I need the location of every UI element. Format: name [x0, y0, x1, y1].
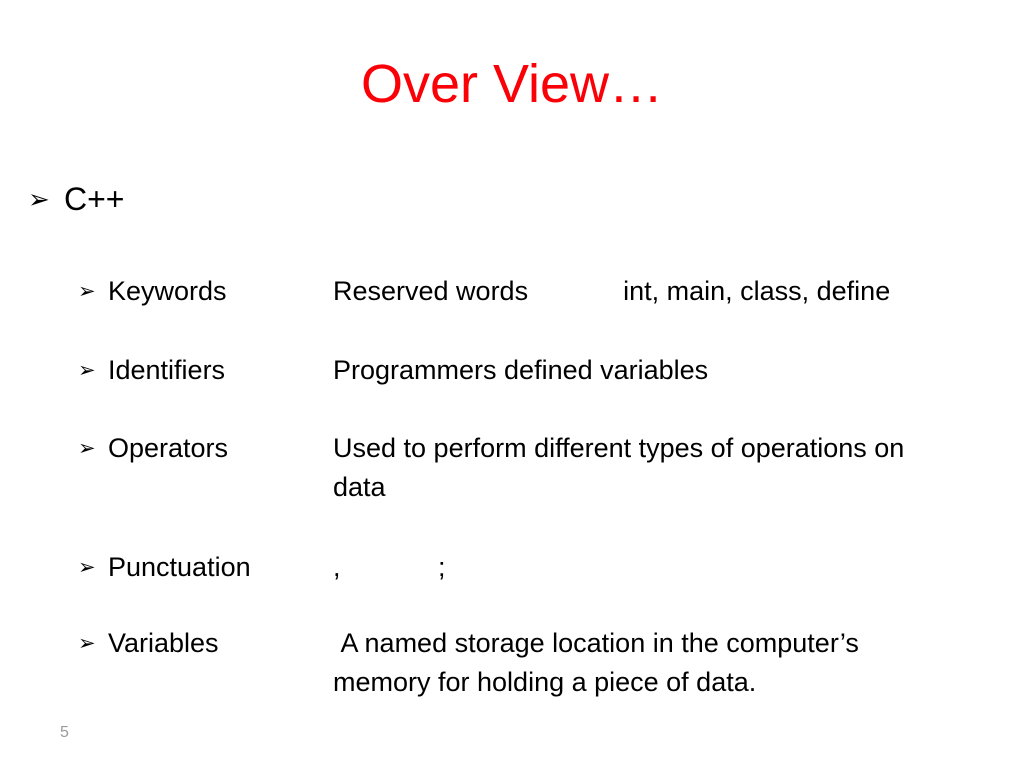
page-title: Over View… — [360, 54, 664, 114]
arrowhead-bullet-icon: ➢ — [78, 280, 96, 303]
concept-term: Operators — [108, 433, 229, 463]
concept-description: Used to perform different types of opera… — [333, 433, 912, 502]
concept-description: Reserved words — [333, 276, 529, 306]
concept-term: Punctuation — [108, 552, 251, 582]
topic-label: C++ — [64, 181, 125, 217]
concept-description: A named storage location in the computer… — [333, 628, 867, 697]
concept-term: Keywords — [108, 276, 227, 306]
concept-list: ➢ Keywords Reserved words int, main, clas… — [78, 272, 978, 702]
slide-page-number: 5 — [60, 724, 69, 741]
arrowhead-bullet-icon: ➢ — [78, 437, 96, 460]
list-item: ➢ Variables A named storage location in … — [78, 624, 978, 702]
arrowhead-bullet-icon: ➢ — [28, 184, 50, 214]
arrowhead-bullet-icon: ➢ — [78, 359, 96, 382]
arrowhead-bullet-icon: ➢ — [78, 632, 96, 655]
topic-bullet-cpp: ➢ C++ — [28, 178, 124, 220]
concept-term: Identifiers — [108, 355, 226, 385]
concept-description-wrap: ,; — [333, 548, 958, 587]
concept-term: Variables — [108, 628, 219, 658]
concept-detail: int, main, class, define — [623, 276, 891, 306]
concept-description: , — [333, 552, 341, 582]
list-item: ➢ Operators Used to perform different ty… — [78, 429, 978, 507]
list-item: ➢ Keywords Reserved words int, main, clas… — [78, 272, 978, 311]
concept-description: Programmers defined variables — [333, 355, 709, 385]
arrowhead-bullet-icon: ➢ — [78, 556, 96, 579]
concept-detail: ; — [438, 552, 446, 582]
concept-description-wrap: Reserved words int, main, class, define — [333, 272, 958, 311]
list-item: ➢ Identifiers Programmers defined variab… — [78, 351, 978, 390]
list-item: ➢ Punctuation ,; — [78, 548, 978, 587]
